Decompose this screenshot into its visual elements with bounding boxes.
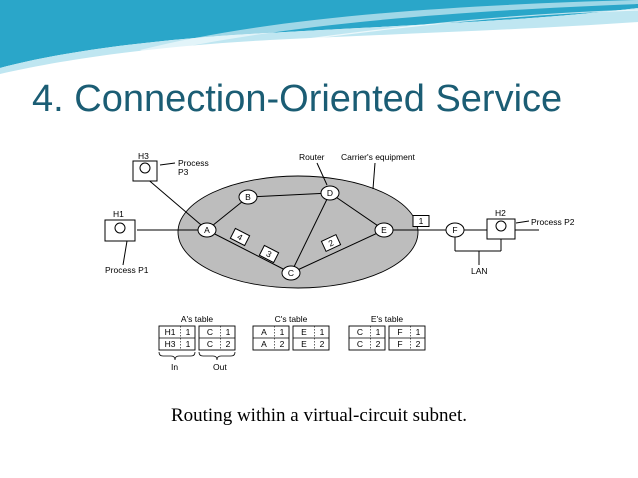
packet-2-label: 2 xyxy=(327,237,336,248)
table-title: A's table xyxy=(181,314,214,324)
in-out-braces xyxy=(158,351,236,361)
packet-4: 4 xyxy=(229,227,251,247)
router-e xyxy=(374,222,394,238)
table-cell: F xyxy=(397,327,402,337)
table-cell: 1 xyxy=(226,327,231,337)
lan-label: LAN xyxy=(471,266,488,276)
table-cell: 2 xyxy=(416,339,421,349)
router-b xyxy=(238,189,258,205)
router-a xyxy=(197,222,217,238)
table-cell: 1 xyxy=(280,327,285,337)
table-cell: 1 xyxy=(186,327,191,337)
process-p2-label: Process P2 xyxy=(531,217,575,227)
table-cell: 2 xyxy=(226,339,231,349)
router-c xyxy=(281,265,301,281)
router-b-label: B xyxy=(245,192,251,202)
packet-1-label: 1 xyxy=(419,216,424,226)
table-cell: H1 xyxy=(165,327,176,337)
figure-caption: Routing within a virtual-circuit subnet. xyxy=(170,405,468,426)
table-cell: C xyxy=(357,339,363,349)
packet-1: 1 xyxy=(412,215,430,227)
table-cell: 1 xyxy=(320,327,325,337)
table-cell: 2 xyxy=(376,339,381,349)
router-d xyxy=(320,185,340,201)
h2-label: H2 xyxy=(495,208,506,218)
table-title: E's table xyxy=(371,314,404,324)
packet-3-label: 3 xyxy=(265,248,274,259)
table-cell: A xyxy=(261,339,267,349)
process-p3-label-1: Process xyxy=(178,158,209,168)
table-cell: C xyxy=(207,327,213,337)
h3-label: H3 xyxy=(138,151,149,161)
table-cell: 1 xyxy=(416,327,421,337)
router-e-label: E xyxy=(381,225,387,235)
table-cell: H3 xyxy=(165,339,176,349)
network-links xyxy=(122,162,539,274)
packet-3: 3 xyxy=(258,244,280,264)
table-cell: 2 xyxy=(280,339,285,349)
router-f xyxy=(445,222,465,238)
slide-title: 4. Connection-Oriented Service xyxy=(32,78,563,120)
table-cell: 2 xyxy=(320,339,325,349)
table-cell: C xyxy=(357,327,363,337)
table-cell: F xyxy=(397,339,402,349)
host-h1 xyxy=(104,219,136,242)
table-title: C's table xyxy=(275,314,308,324)
table-cell: 1 xyxy=(376,327,381,337)
in-label: In xyxy=(171,362,178,372)
carrier-network-ellipse xyxy=(177,175,419,289)
packet-4-label: 4 xyxy=(236,231,245,242)
table-cell: 1 xyxy=(186,339,191,349)
router-f-label: F xyxy=(452,225,457,235)
router-a-label: A xyxy=(204,225,210,235)
virtual-circuit-diagram: A B C D E F 4 3 2 1 H3 Process P3 xyxy=(103,149,597,373)
process-p3-label-2: P3 xyxy=(178,167,189,177)
carrier-annotation: Carrier's equipment xyxy=(341,152,416,162)
header-banner xyxy=(0,0,638,74)
table-cell: C xyxy=(207,339,213,349)
h1-label: H1 xyxy=(113,209,124,219)
table-cell: E xyxy=(301,327,307,337)
host-h2 xyxy=(486,218,516,240)
packet-2: 2 xyxy=(320,233,342,253)
router-annotation: Router xyxy=(299,152,325,162)
host-h3 xyxy=(132,160,158,182)
table-cell: E xyxy=(301,339,307,349)
router-d-label: D xyxy=(327,188,333,198)
table-cell: A xyxy=(261,327,267,337)
process-p1-label: Process P1 xyxy=(105,265,149,275)
out-label: Out xyxy=(213,362,227,372)
router-c-label: C xyxy=(288,268,294,278)
